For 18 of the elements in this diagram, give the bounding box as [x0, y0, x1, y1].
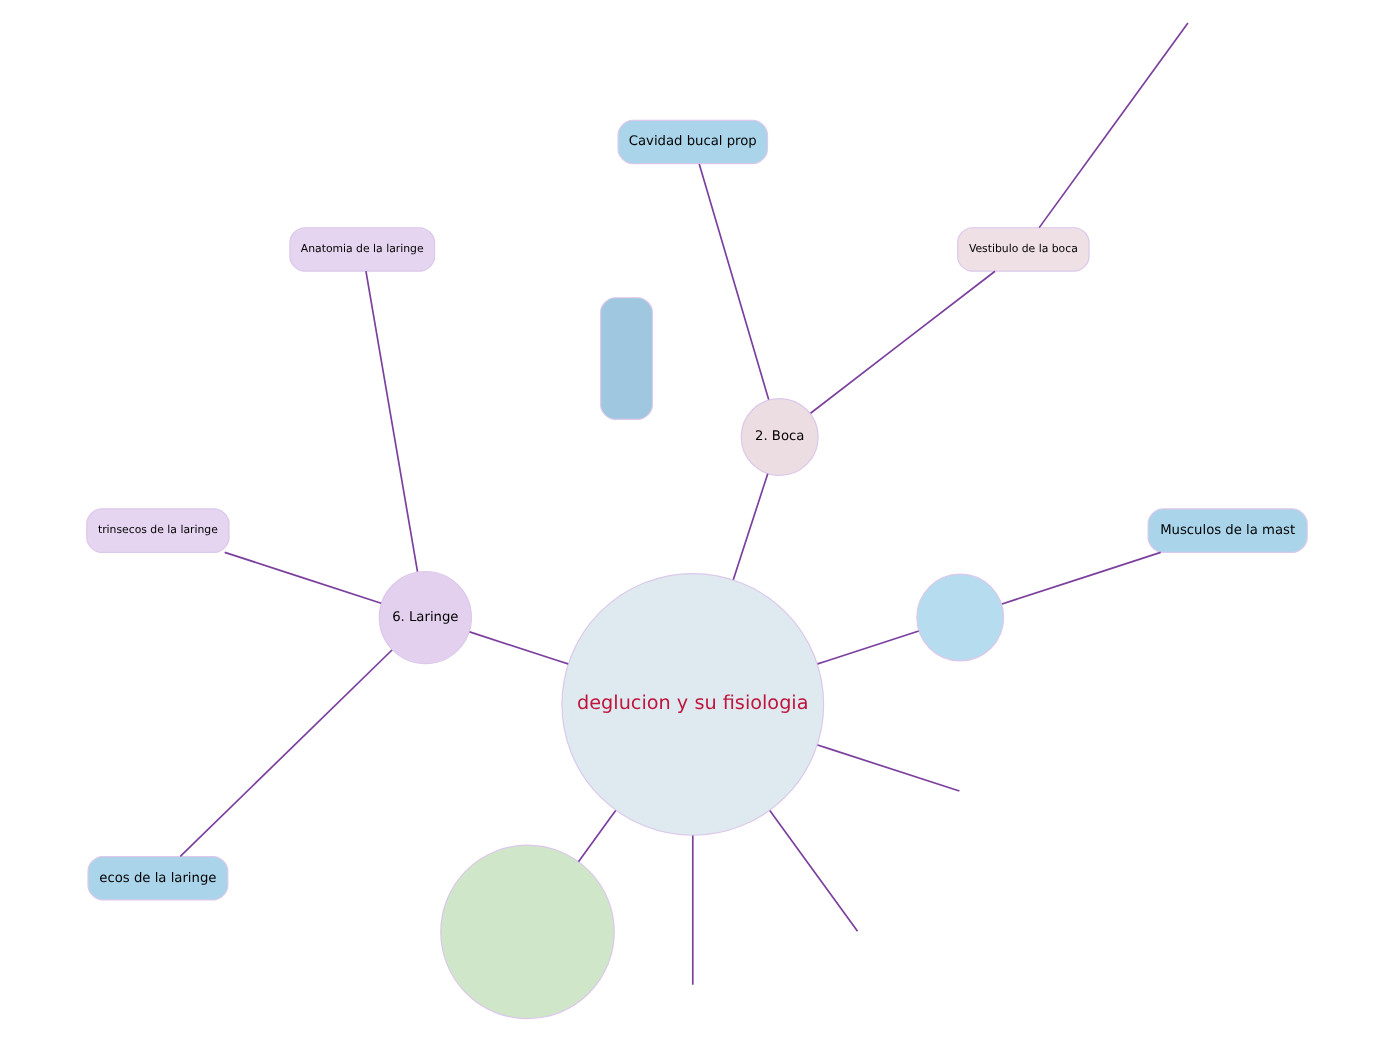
connector	[576, 809, 616, 863]
node-circle: deglucion y su fisiologia	[560, 573, 824, 836]
node-circle	[915, 573, 1004, 662]
connector	[815, 744, 960, 792]
connector	[808, 270, 995, 415]
connector	[467, 631, 568, 665]
connector	[768, 809, 858, 933]
connector	[1000, 551, 1161, 605]
connector	[815, 630, 919, 665]
node-circle	[439, 844, 614, 1020]
connector	[364, 270, 418, 573]
connector	[731, 472, 768, 581]
connector	[690, 834, 693, 986]
connector	[178, 649, 392, 858]
connector	[1037, 22, 1188, 229]
connector	[222, 551, 382, 605]
connector	[697, 163, 769, 401]
node-box	[599, 297, 652, 421]
